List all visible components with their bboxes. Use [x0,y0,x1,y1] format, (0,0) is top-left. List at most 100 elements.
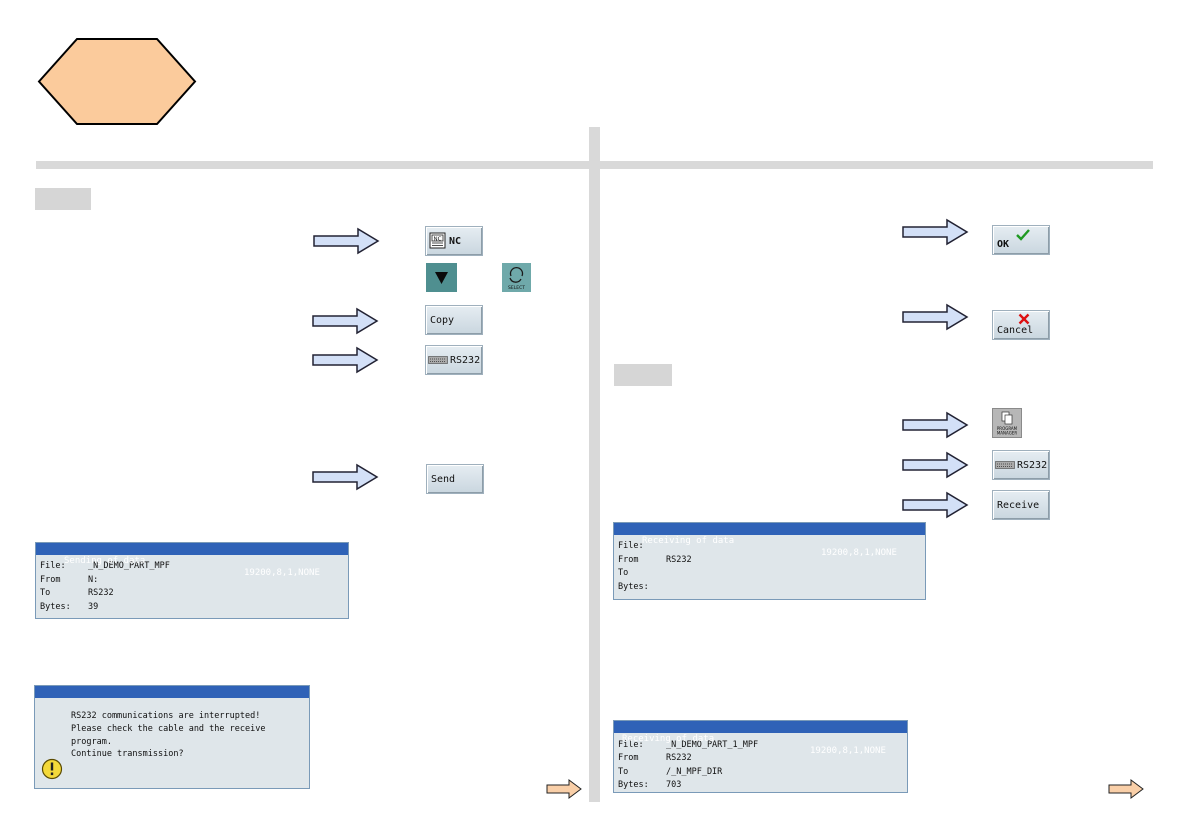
select-key[interactable]: SELECT [502,263,531,292]
send-softkey-label: Send [431,473,456,485]
dialog-row: To [618,567,921,581]
rs232-softkey-label: RS232 [450,354,481,366]
row-value: _N_DEMO_PART_MPF [88,561,170,571]
program-manager-icon: PROGRAM MANAGER [997,411,1018,436]
receive-softkey-label: Receive [997,499,1040,511]
step-arrow-icon [902,411,969,439]
row-key: From [618,554,639,565]
row-value: 703 [666,780,682,791]
sending-data-dialog: Sending of data 19200,8,1,NONE File:_N_D… [35,542,349,619]
message-line: Continue transmission? [71,749,184,760]
row-key: Bytes: [40,601,71,612]
row-key: From [40,574,61,585]
error-dialog: RS232 communications are interrupted! Pl… [34,685,310,789]
dialog-title: Receiving of data [642,536,735,546]
svg-text:SELECT: SELECT [508,285,525,291]
dialog-title-bar [35,686,309,698]
divider-vertical [589,127,600,802]
error-message: RS232 communications are interrupted! Pl… [71,710,265,761]
row-value: RS232 [666,753,692,764]
ok-softkey-label: OK [997,239,1010,250]
row-key: To [40,588,51,599]
rs232-softkey-label: RS232 [1017,459,1048,471]
receive-softkey[interactable]: Receive [992,490,1050,520]
checkmark-icon [1016,229,1030,241]
dialog-row: To RS232 [40,587,344,601]
cross-icon [1018,313,1030,325]
step-arrow-icon [902,218,969,246]
nc-softkey[interactable]: NC NC [425,226,483,256]
dialog-row: To /_N_MPF_DIR [618,766,903,779]
cancel-softkey[interactable]: Cancel [992,310,1050,340]
warning-icon [41,758,63,780]
svg-text:PROGRAM: PROGRAM [997,426,1018,431]
rs232-softkey[interactable]: RS232 [425,345,483,375]
divider-left [36,161,589,169]
keyboard-icon [995,461,1015,469]
cancel-softkey-label: Cancel [997,325,1034,336]
hexagon-badge [37,38,197,125]
section-tab-receive [614,364,672,386]
copy-softkey-label: Copy [430,314,455,326]
row-key: File: [40,560,88,574]
svg-text:NC: NC [434,236,442,242]
next-page-arrow-icon[interactable] [546,779,582,799]
cursor-down-key[interactable] [426,263,457,292]
send-softkey[interactable]: Send [426,464,484,494]
dialog-title: Sending of data [64,556,146,566]
step-arrow-icon [313,227,380,255]
row-value: /_N_MPF_DIR [666,766,723,777]
row-key: From [618,753,639,764]
row-key: To [618,568,629,579]
dialog-row: File:_N_DEMO_PART_1_MPF [618,739,903,752]
step-arrow-icon [312,307,379,335]
rs232-softkey[interactable]: RS232 [992,450,1050,480]
row-key: Bytes: [618,581,649,592]
row-key: To [618,766,629,777]
row-key: File: [618,739,666,752]
dialog-row: Bytes: 39 [40,601,344,615]
dialog-row: File: [618,540,921,554]
dialog-title-bar: Receiving of data 19200,8,1,NONE [614,523,925,558]
nc-directory-icon: NC [429,232,446,249]
receiving-data-dialog: Receiving of data 19200,8,1,NONE File:_N… [613,720,908,793]
dialog-row: From N: [40,574,344,588]
divider-right [600,161,1153,169]
triangle-down-icon [435,272,448,284]
row-key: File: [618,540,666,554]
dialog-row: From RS232 [618,752,903,765]
dialog-row: Bytes: [618,581,921,595]
next-page-arrow-icon[interactable] [1108,779,1144,799]
select-icon: SELECT [508,266,525,291]
section-tab-send [35,188,91,210]
keyboard-icon [428,356,448,364]
program-manager-key[interactable]: PROGRAM MANAGER [992,408,1022,438]
dialog-title-bar: Sending of data 19200,8,1,NONE [36,543,348,578]
ok-softkey[interactable]: OK [992,225,1050,255]
step-arrow-icon [902,451,969,479]
step-arrow-icon [312,346,379,374]
row-value: N: [88,574,99,585]
row-value: RS232 [88,588,114,599]
step-arrow-icon [902,491,969,519]
dialog-title: Receiving of data [622,734,715,744]
dialog-row: From RS232 [618,554,921,568]
message-line: RS232 communications are interrupted! [71,711,261,721]
row-key: Bytes: [618,780,649,791]
dialog-title-bar: Receiving of data 19200,8,1,NONE [614,721,907,756]
row-value: RS232 [666,554,692,565]
svg-text:MANAGER: MANAGER [997,431,1017,436]
step-arrow-icon [902,303,969,331]
dialog-params: 19200,8,1,NONE [244,568,320,578]
row-value: 39 [88,601,99,612]
receiving-data-dialog: Receiving of data 19200,8,1,NONE File: F… [613,522,926,600]
row-value: _N_DEMO_PART_1_MPF [666,740,759,750]
message-line: program. [71,736,112,747]
step-arrow-icon [312,463,379,491]
dialog-params: 19200,8,1,NONE [810,746,886,756]
dialog-params: 19200,8,1,NONE [821,548,897,558]
copy-softkey[interactable]: Copy [425,305,483,335]
message-line: Please check the cable and the receive [71,723,266,734]
dialog-row: Bytes: 703 [618,779,903,792]
nc-softkey-label: NC [449,235,462,247]
